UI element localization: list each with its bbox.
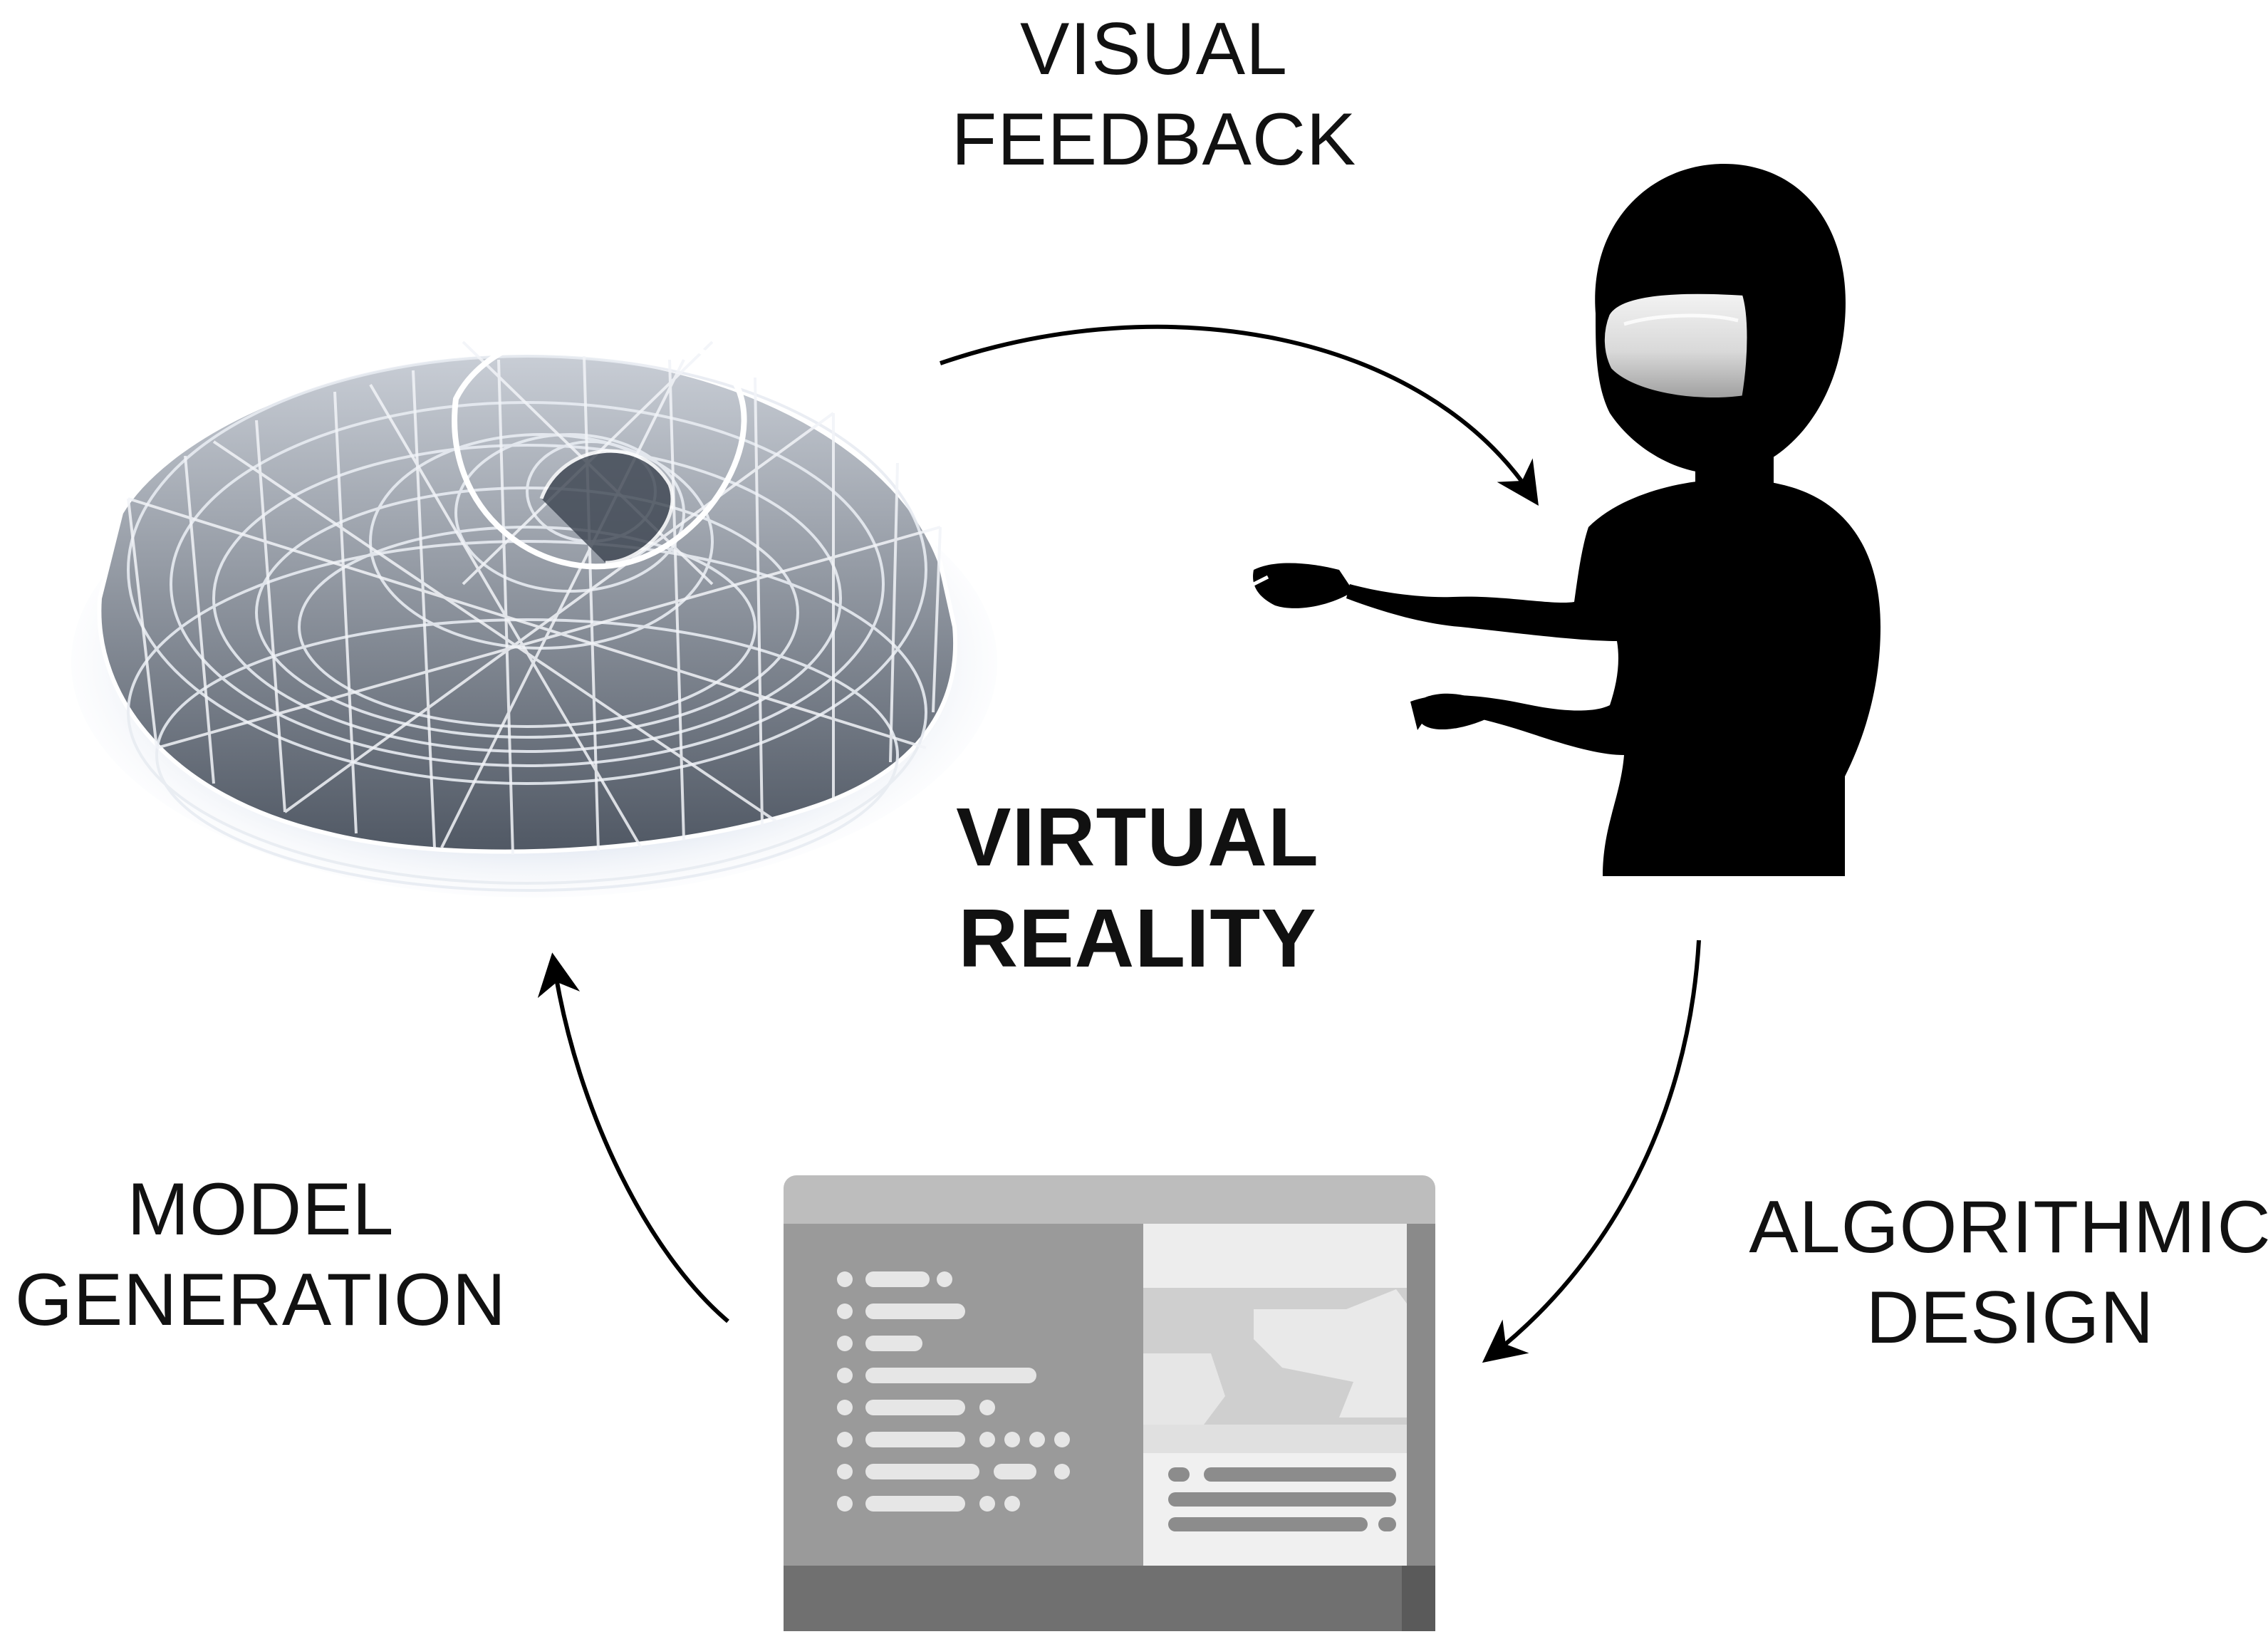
model-generation-line-2: GENERATION (15, 1258, 506, 1341)
algorithmic-design-line-2: DESIGN (1866, 1276, 2155, 1359)
virtual-reality-label: VIRTUAL REALITY (956, 787, 1319, 989)
arrow-algorithmic-design (1482, 940, 1701, 1363)
vr-user-silhouette-icon (1252, 164, 1881, 876)
virtual-reality-line-1: VIRTUAL (956, 791, 1319, 883)
visual-feedback-line-1: VISUAL (1020, 8, 1288, 90)
code-editor-window-icon (784, 1175, 1435, 1631)
algorithmic-design-line-1: ALGORITHMIC (1749, 1186, 2268, 1269)
visual-feedback-line-2: FEEDBACK (951, 98, 1357, 181)
virtual-reality-line-2: REALITY (958, 891, 1317, 984)
model-generation-line-1: MODEL (127, 1168, 395, 1251)
algorithmic-design-label: ALGORITHMIC DESIGN (1749, 1182, 2268, 1363)
visual-feedback-label: VISUAL FEEDBACK (952, 4, 1357, 185)
arrow-visual-feedback (940, 324, 1539, 506)
arrow-model-generation (537, 952, 729, 1323)
model-generation-label: MODEL GENERATION (15, 1165, 506, 1346)
wireframe-model-icon (71, 325, 997, 898)
